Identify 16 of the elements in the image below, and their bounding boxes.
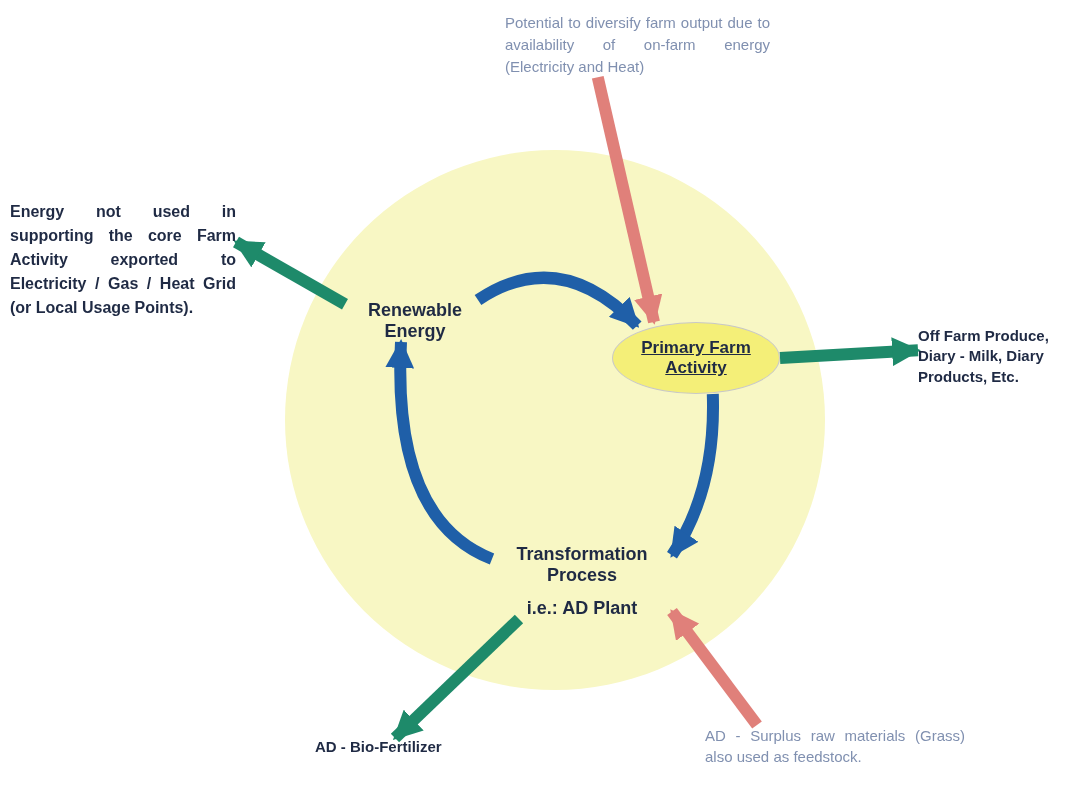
block-arrow bbox=[666, 393, 719, 559]
output-text: Off Farm Produce, Diary - Milk, Diary Products, Etc. bbox=[918, 326, 1086, 387]
note-text: AD - Surplus raw materials (Grass) also used as feedstock. bbox=[705, 725, 965, 767]
stage-label: Renewable Energy bbox=[345, 300, 485, 342]
block-arrow bbox=[233, 236, 348, 310]
stage-note: i.e.: AD Plant bbox=[525, 598, 639, 619]
block-arrow bbox=[390, 614, 524, 743]
activity-ellipse: Primary Farm Activity bbox=[612, 322, 780, 394]
output-text: AD - Bio-Fertilizer bbox=[315, 738, 475, 755]
block-arrow bbox=[474, 271, 642, 330]
stage-title: Transformation Process bbox=[515, 544, 649, 586]
note-text: Energy not used in supporting the core Farm Activity exported to Electricity / Gas / Heat Grid (or Local Usage Points). bbox=[10, 200, 236, 320]
note-text: Potential to diversify farm output due to availability of on-farm energy (Electricity and Heat) bbox=[505, 12, 770, 78]
block-arrow bbox=[385, 339, 495, 565]
block-arrow bbox=[591, 75, 663, 325]
block-arrow bbox=[667, 607, 762, 729]
